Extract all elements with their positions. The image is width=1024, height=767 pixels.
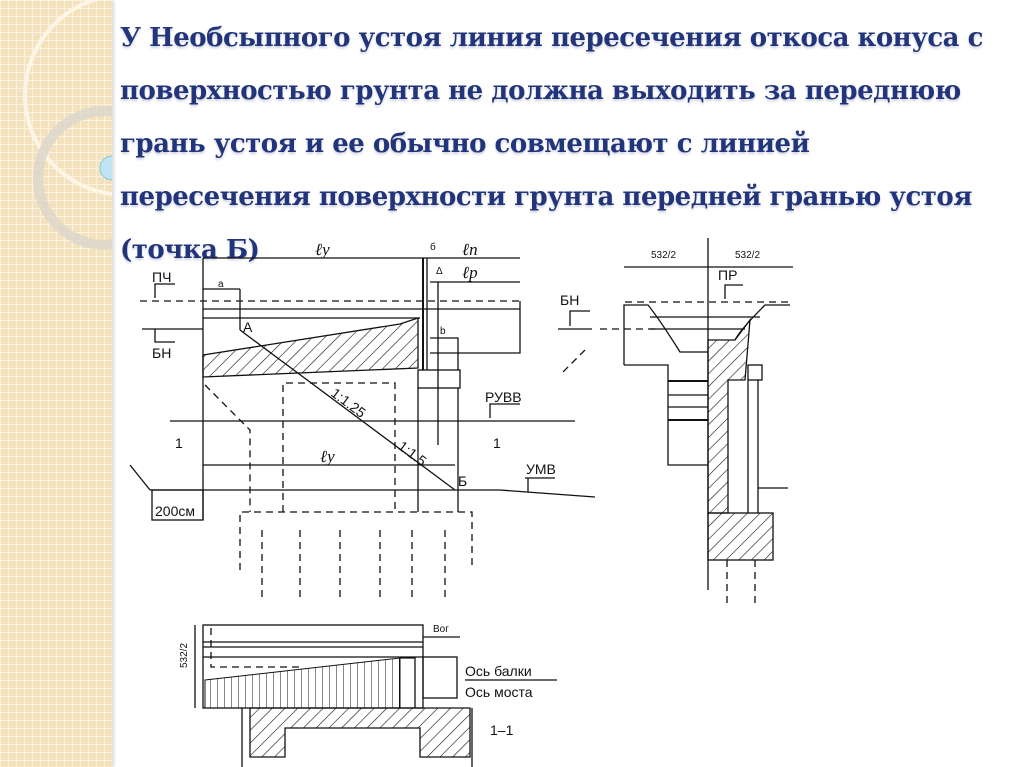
decorative-circles — [23, 0, 112, 250]
dim-delta: Δ — [436, 266, 443, 277]
dim-lp: ℓр — [462, 263, 478, 282]
dim-right: 532/2 — [735, 250, 760, 261]
dim-b: b — [440, 326, 446, 337]
label-bridge-axis: Ось моста — [465, 684, 533, 700]
label-pch: ПЧ — [152, 269, 171, 285]
label-vog: Вог — [433, 624, 449, 635]
label-bn-right: БН — [560, 292, 579, 308]
point-b: Б — [458, 473, 467, 489]
slide-title: У Необсыпного устоя линия пересечения от… — [120, 23, 983, 265]
plan-view: 532/2 Вог Ось балки Ось моста 1–1 — [179, 624, 557, 767]
point-a: А — [243, 319, 253, 335]
dim-left: 532/2 — [651, 250, 676, 261]
section-mark-right: 1 — [493, 435, 501, 451]
dim-ln: ℓп — [462, 240, 478, 259]
label-bn-left: БН — [152, 345, 171, 361]
dim-plan-side: 532/2 — [179, 643, 190, 668]
elevation-view: ℓy б ℓп Δ ℓр a ПЧ БН А b РУВВ 1 1 1:1.25… — [129, 240, 596, 600]
section-label-1-1: 1–1 — [490, 722, 514, 738]
slope-1-1.25: 1:1.25 — [328, 385, 369, 421]
label-ruvv: РУВВ — [485, 389, 522, 405]
label-pr: ПР — [718, 267, 737, 283]
label-beam-axis: Ось балки — [465, 663, 532, 679]
section-mark-left: 1 — [175, 435, 183, 451]
dim-a: a — [218, 279, 224, 290]
dim-ly-top: ℓy — [315, 240, 330, 259]
dim-200cm: 200см — [155, 503, 195, 519]
cross-section-view: 532/2 532/2 ПР — [600, 238, 793, 605]
dim-ly-bottom: ℓy — [320, 447, 335, 466]
decorative-sidebar — [0, 0, 112, 767]
label-umv: УМВ — [526, 461, 556, 477]
dim-delta-small: б — [430, 241, 436, 253]
